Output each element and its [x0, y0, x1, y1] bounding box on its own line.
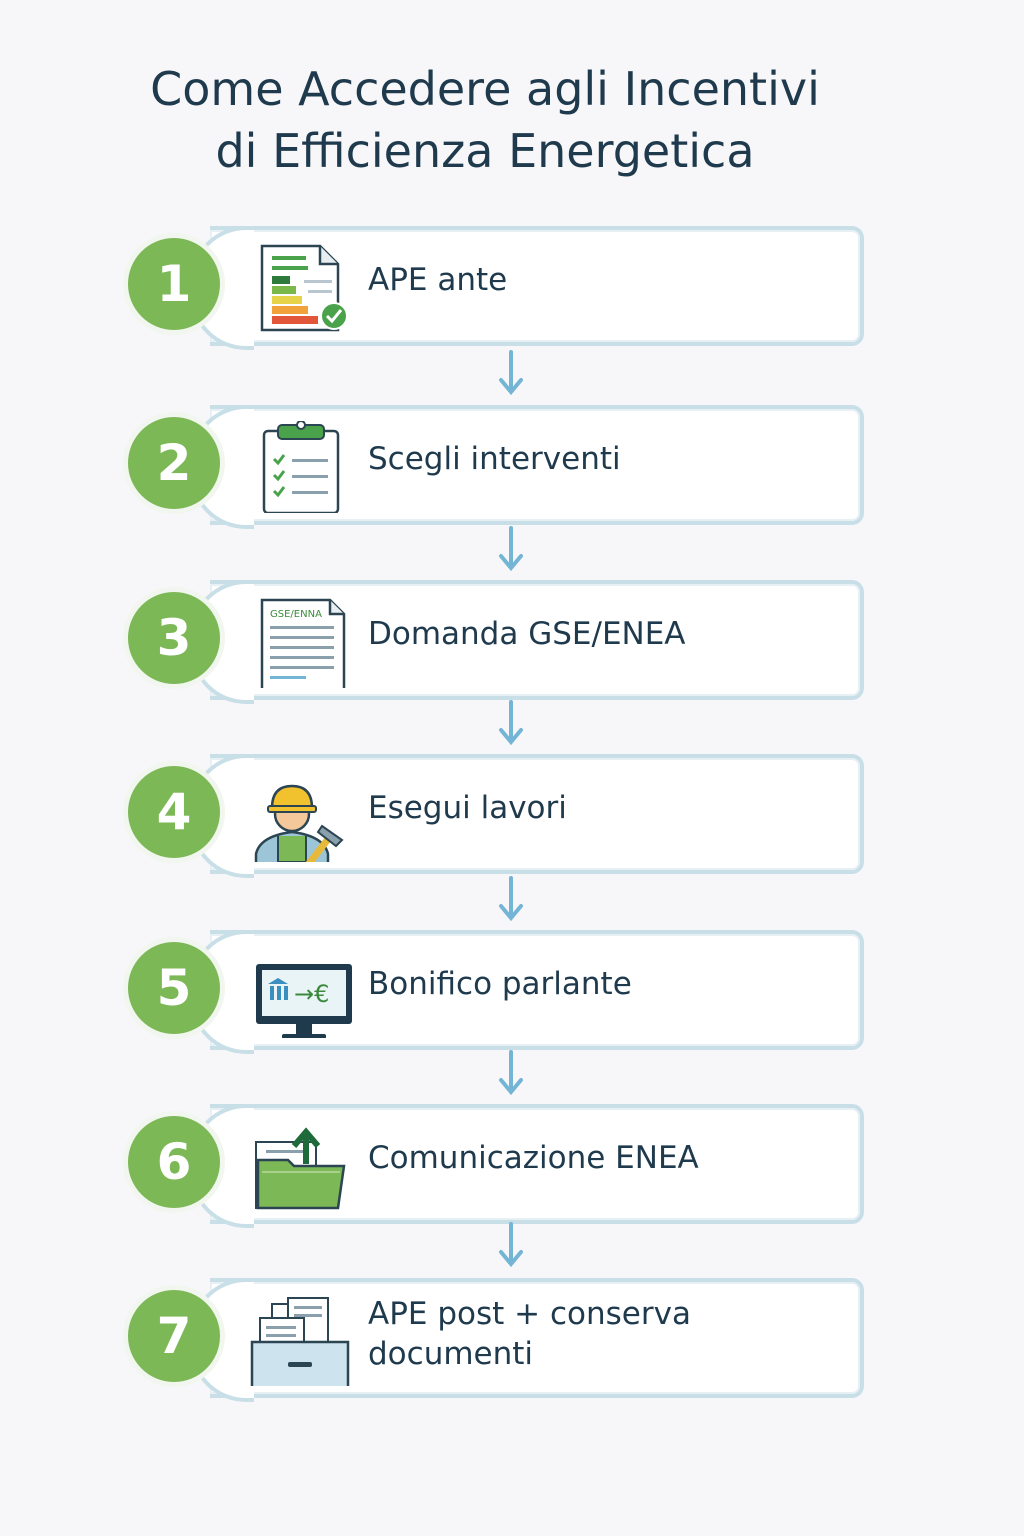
step-number-badge: 5 [128, 942, 220, 1034]
step-label: Comunicazione ENEA [368, 1140, 699, 1176]
clipboard-checklist-icon [262, 421, 340, 513]
document-archive-icon [250, 1297, 350, 1386]
step-1: 1 APE ante [0, 226, 1024, 350]
step-2: 2 Scegli interventi [0, 405, 1024, 529]
step-label: APE ante [368, 262, 508, 298]
step-label: Scegli interventi [368, 441, 621, 477]
step-label: Domanda GSE/ENEA [368, 616, 686, 652]
step-label: Esegui lavori [368, 790, 567, 826]
page-title-line-1: Come Accedere agli Incentivi [150, 62, 820, 116]
step-number-badge: 3 [128, 592, 220, 684]
step-7: 7 APE post + conserva documenti [0, 1278, 1024, 1402]
step-number-badge: 1 [128, 238, 220, 330]
form-header-text: GSE/ENNA [270, 609, 322, 620]
step-number-badge: 4 [128, 766, 220, 858]
arrow-down-icon [499, 526, 523, 572]
step-label-line-2: documenti [368, 1336, 534, 1372]
page-title: Come Accedere agli Incentivi di Efficien… [0, 58, 970, 182]
step-label: Bonifico parlante [368, 966, 632, 1002]
step-number-badge: 7 [128, 1290, 220, 1382]
arrow-down-icon [499, 1050, 523, 1096]
arrow-down-icon [499, 876, 523, 922]
step-4: 4 Esegui lavori [0, 754, 1024, 878]
step-6: 6 Comunicazione ENEA [0, 1104, 1024, 1228]
energy-certificate-icon [260, 244, 348, 332]
bank-transfer-monitor-icon: →€ [256, 964, 352, 1038]
step-5: 5 →€ Bonifico parlante [0, 930, 1024, 1054]
arrow-down-icon [499, 350, 523, 396]
step-number-badge: 2 [128, 417, 220, 509]
folder-upload-icon [255, 1127, 346, 1210]
construction-worker-icon [254, 784, 344, 862]
application-form-icon: GSE/ENNA [260, 598, 346, 688]
step-label-line-1: APE post + conserva [368, 1296, 691, 1332]
step-3: 3 GSE/ENNA Domanda GSE/ENEA [0, 580, 1024, 704]
step-number-badge: 6 [128, 1116, 220, 1208]
step-card [190, 930, 864, 1054]
step-label: APE post + conserva documenti [368, 1294, 838, 1374]
transfer-text: →€ [294, 980, 329, 1008]
step-card [190, 754, 864, 878]
arrow-down-icon [499, 700, 523, 746]
page-title-line-2: di Efficienza Energetica [215, 124, 755, 178]
arrow-down-icon [499, 1222, 523, 1268]
